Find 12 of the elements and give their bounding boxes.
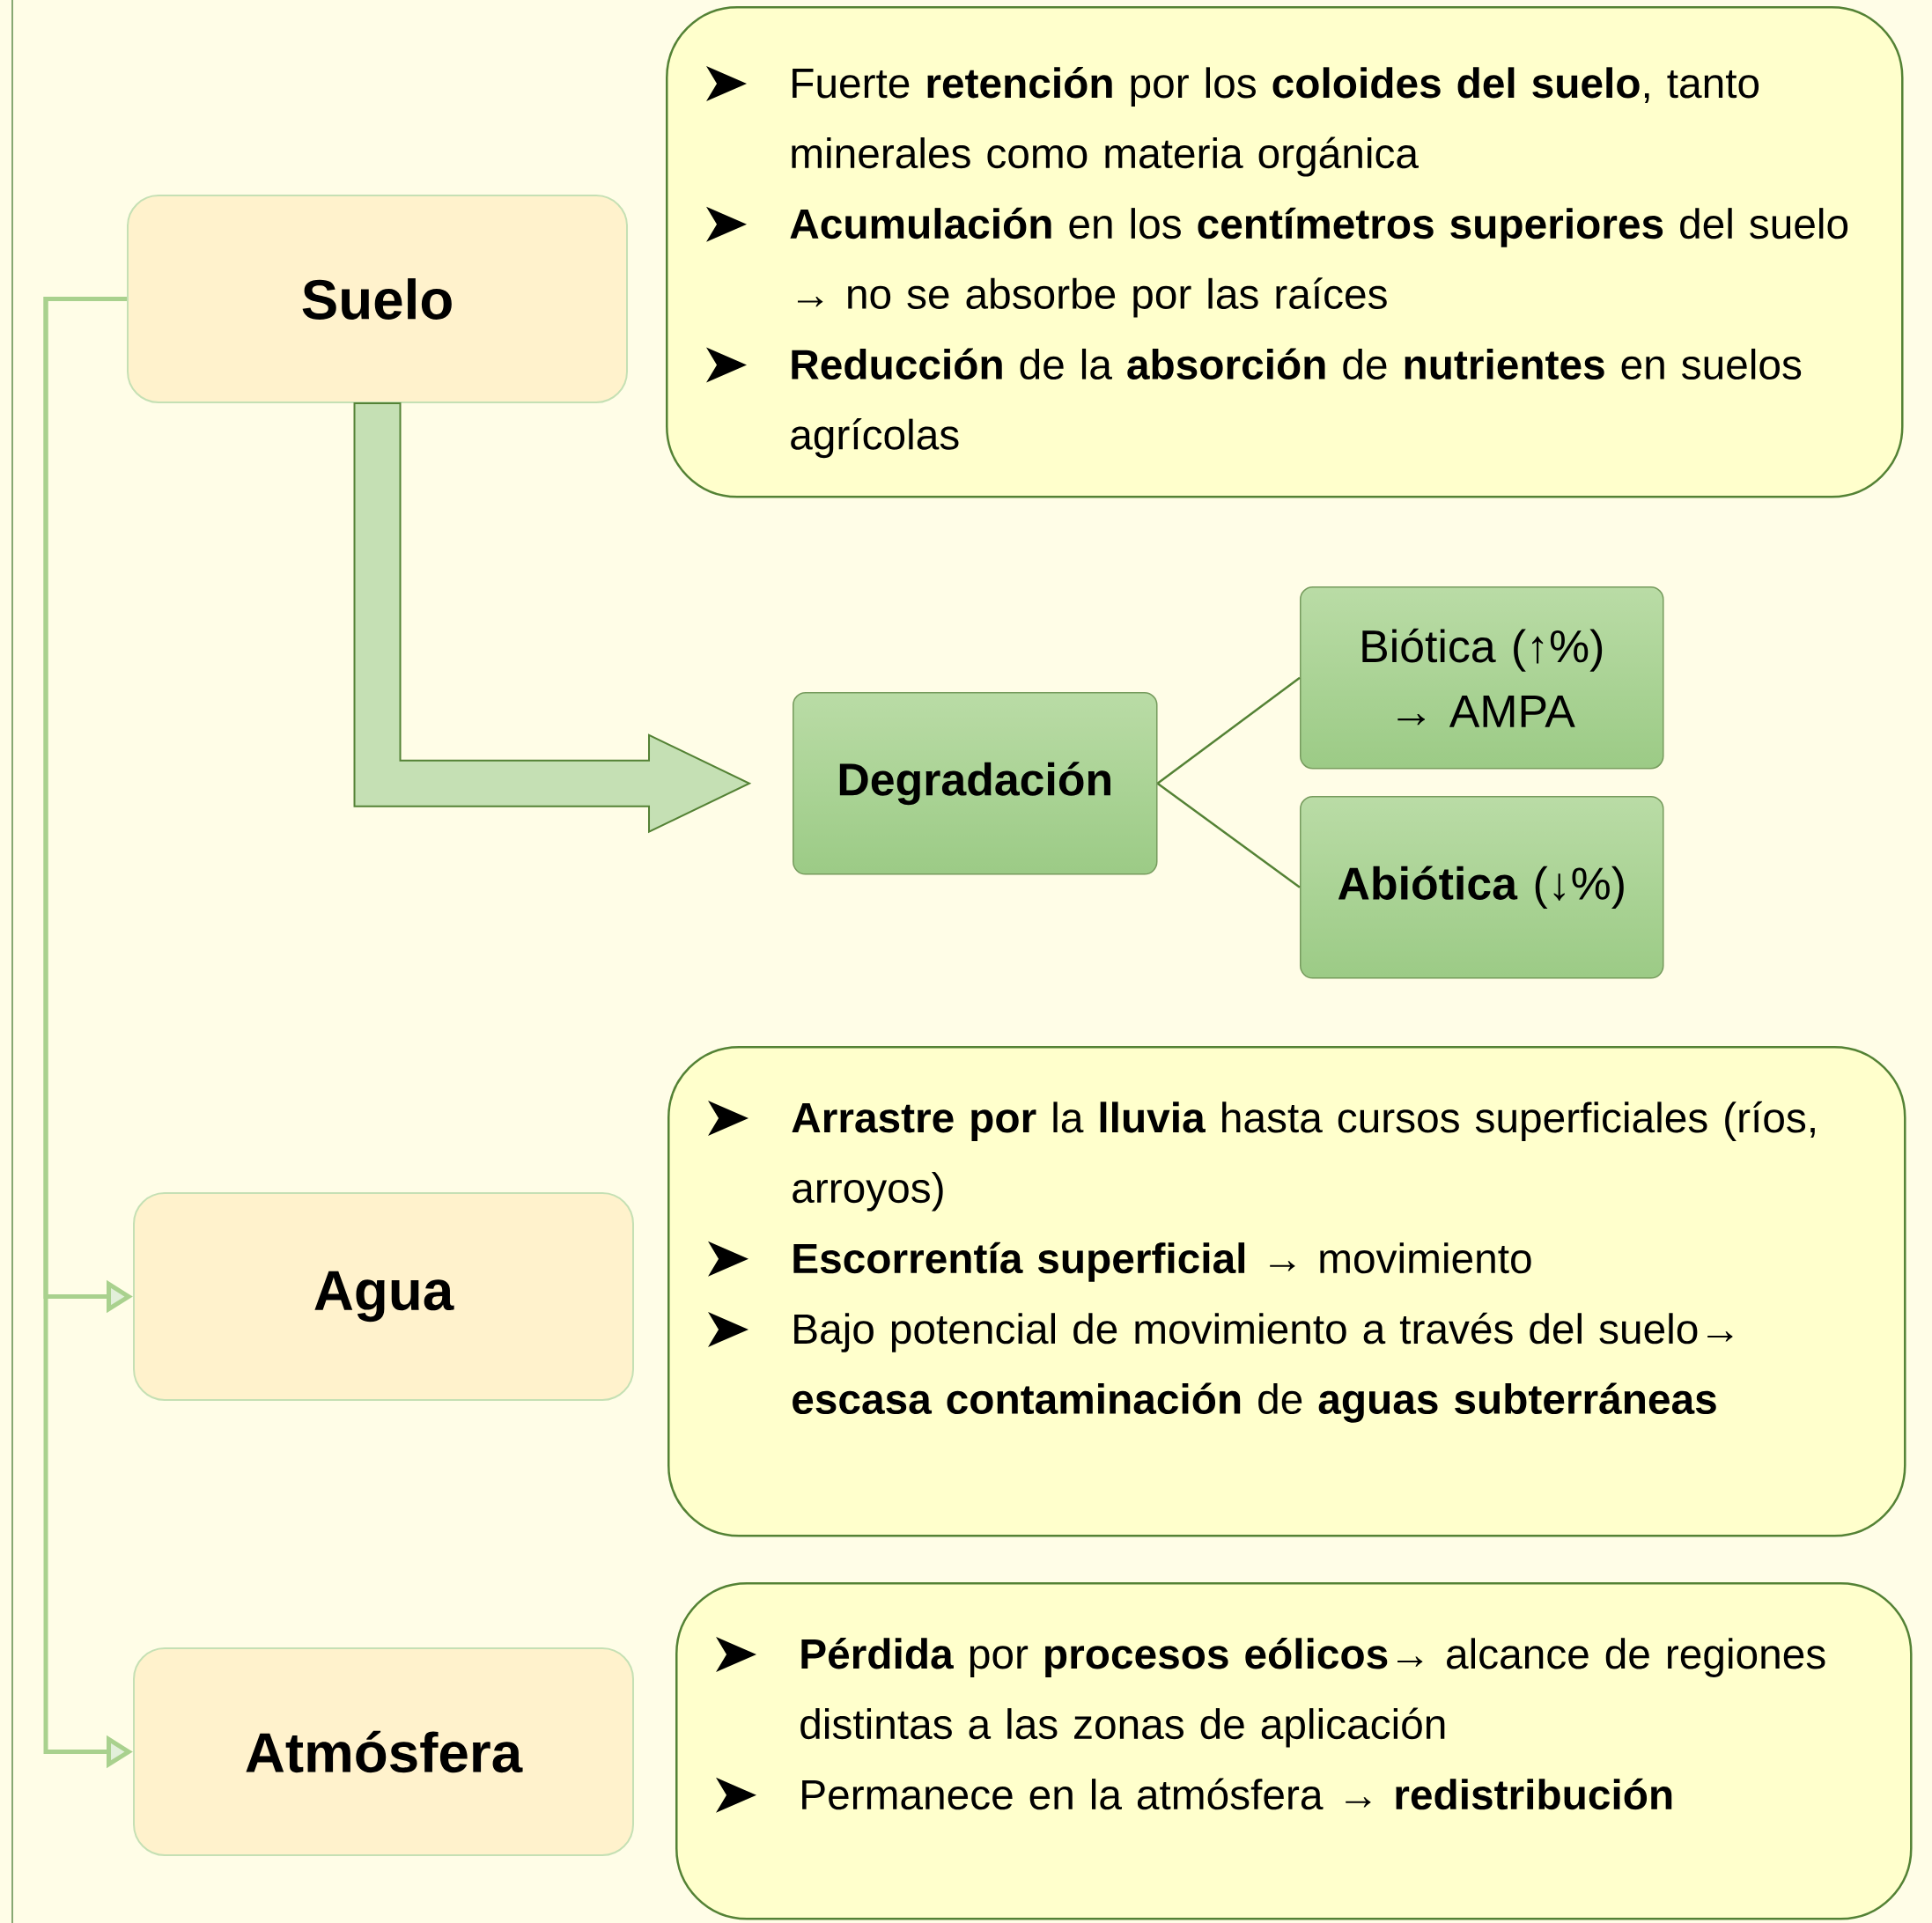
- text-box: Pérdida por procesos eólicos→ alcance de regiones distintas a las zonas de aplicación Permanece en la atmósfera → redistribución: [675, 1582, 1913, 1920]
- process-box: Abiótica (↓%): [1300, 796, 1664, 979]
- text-box: Arrastre por la lluvia hasta cursos superficiales (ríos, arroyos) Escorrentía superficial → movimiento Bajo potencial de movimiento a través del suelo→ escasa contaminación de aguas subterráneas: [667, 1046, 1906, 1537]
- connector-line: [1156, 782, 1301, 888]
- category-box: Suelo: [127, 195, 628, 403]
- process-box: Biótica (↑%) → AMPA: [1300, 586, 1664, 770]
- block-arrow: [353, 402, 752, 834]
- connector-line: [1156, 676, 1301, 785]
- category-box: Agua: [133, 1192, 634, 1401]
- text-box: Fuerte retención por los coloides del suelo, tanto minerales como materia orgánica Acumulación en los centímetros superiores del suelo → no se absorbe por las raíces Reducción de la absorción de nutrientes en suelos agrícolas: [666, 6, 1904, 498]
- category-box: Atmósfera: [133, 1647, 634, 1856]
- process-box: Degradación: [793, 692, 1158, 875]
